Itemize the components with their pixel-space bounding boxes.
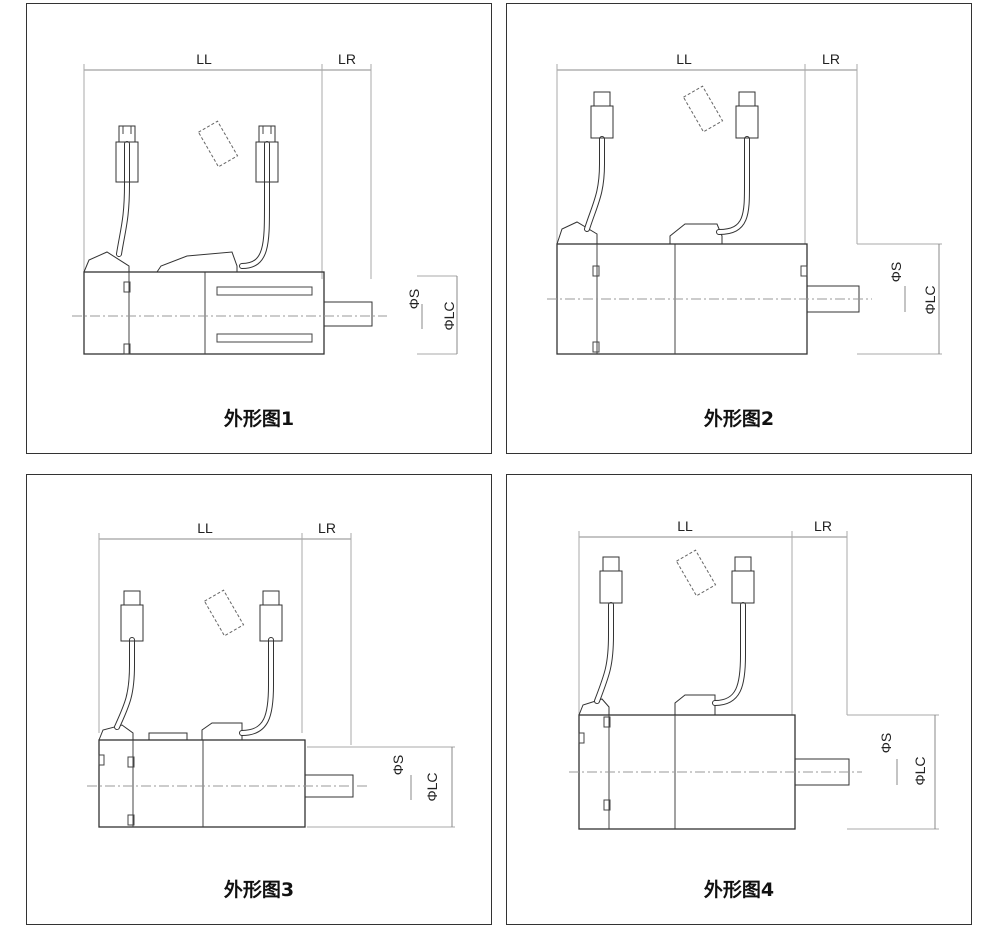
phi-lc-label: ΦLC	[424, 772, 440, 801]
phi-lc-label: ΦLC	[441, 301, 457, 330]
motor-drawing-3: LL LR ΦS ΦLC	[87, 520, 455, 828]
ll-label: LL	[197, 520, 213, 536]
phi-lc-label: ΦLC	[912, 756, 928, 785]
lr-label: LR	[822, 51, 840, 67]
motor-drawing-4: LL LR ΦS ΦLC	[569, 518, 939, 830]
phi-s-label: ΦS	[878, 733, 894, 754]
figure-caption-2: 外形图2	[703, 408, 775, 430]
motor-drawing-1: LL LR ΦS ΦLC	[72, 51, 458, 355]
figure-caption-4: 外形图4	[703, 879, 775, 901]
phi-s-label: ΦS	[406, 289, 422, 310]
phi-s-label: ΦS	[390, 755, 406, 776]
lr-label: LR	[318, 520, 336, 536]
ll-label: LL	[677, 518, 693, 534]
figure-panel-4: LL LR ΦS ΦLC 外形图4	[506, 474, 972, 925]
motor-drawing-2: LL LR ΦS ΦLC	[547, 51, 942, 355]
ll-label: LL	[676, 51, 692, 67]
figure-caption-3: 外形图3	[223, 879, 295, 901]
lr-label: LR	[338, 51, 356, 67]
lr-label: LR	[814, 518, 832, 534]
phi-lc-label: ΦLC	[922, 285, 938, 314]
figure-caption-1: 外形图1	[223, 408, 295, 430]
figure-panel-2: LL LR ΦS ΦLC 外形图2	[506, 3, 972, 454]
figure-panel-1: LL LR ΦS ΦLC 外形图1	[26, 3, 492, 454]
ll-label: LL	[196, 51, 212, 67]
phi-s-label: ΦS	[888, 262, 904, 283]
figure-panel-3: LL LR ΦS ΦLC 外形图3	[26, 474, 492, 925]
